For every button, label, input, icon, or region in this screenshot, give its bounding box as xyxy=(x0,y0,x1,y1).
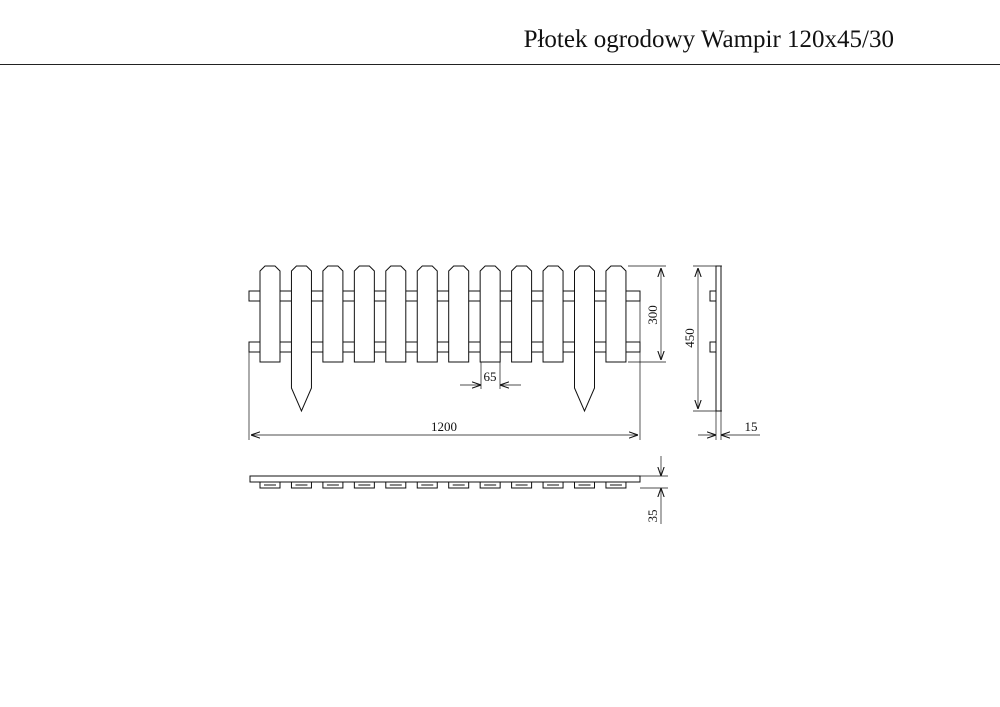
side-rail-upper xyxy=(709,290,717,302)
picket xyxy=(479,265,501,363)
picket xyxy=(353,265,375,363)
picket xyxy=(511,265,533,363)
upper-rail xyxy=(248,290,641,302)
picket xyxy=(322,265,344,363)
title-bar: Płotek ogrodowy Wampir 120x45/30 xyxy=(0,0,1000,66)
picket xyxy=(385,265,407,363)
top-view xyxy=(249,475,641,489)
stake-picket xyxy=(574,265,595,413)
header-rule xyxy=(0,64,1000,65)
side-board xyxy=(715,265,722,412)
dim-label-450: 450 xyxy=(682,328,697,348)
top-blocks xyxy=(259,481,627,489)
dimension-lines xyxy=(248,265,760,524)
dim-label-35: 35 xyxy=(645,510,660,523)
picket xyxy=(416,265,438,363)
dim-label-65: 65 xyxy=(484,369,497,384)
stake-picket xyxy=(290,265,312,413)
dim-label-15: 15 xyxy=(745,419,758,434)
front-view xyxy=(248,265,641,413)
picket xyxy=(259,265,281,363)
picket xyxy=(542,265,564,363)
dim-label-1200: 1200 xyxy=(431,419,457,434)
dim-label-300: 300 xyxy=(645,305,660,325)
top-plank xyxy=(249,475,641,483)
pickets-group xyxy=(259,265,627,413)
picket xyxy=(605,265,627,363)
side-view xyxy=(709,265,722,412)
side-rail-lower xyxy=(709,341,717,353)
picket xyxy=(448,265,470,363)
page-title: Płotek ogrodowy Wampir 120x45/30 xyxy=(523,26,894,53)
